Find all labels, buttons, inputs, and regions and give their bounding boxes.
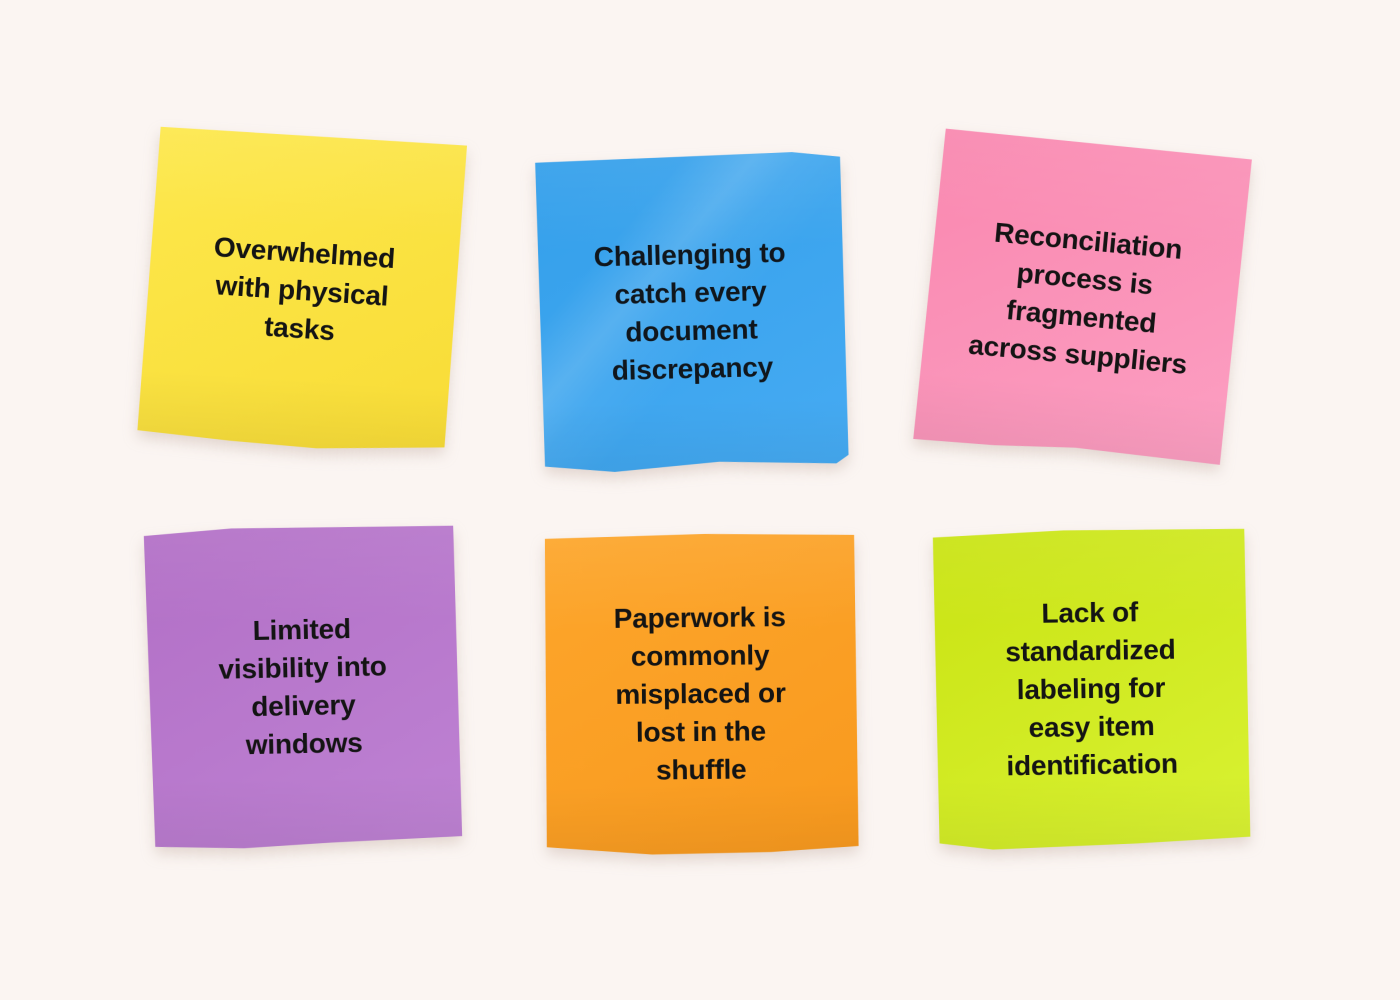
sticky-note-misplaced-paperwork[interactable]: Paperwork is commonly misplaced or lost … — [542, 532, 858, 855]
sticky-note-text: Lack of standardized labeling for easy i… — [1004, 596, 1179, 782]
sticky-note-fragmented-reconciliation[interactable]: Reconciliation process is fragmented acr… — [913, 128, 1252, 467]
sticky-note-text: Paperwork is commonly misplaced or lost … — [613, 601, 786, 786]
sticky-note-paper: Limited visibility into delivery windows — [144, 524, 463, 850]
sticky-note-paper: Reconciliation process is fragmented acr… — [913, 128, 1252, 467]
sticky-note-physical-tasks[interactable]: Overwhelmed with physical tasks — [137, 125, 467, 457]
sticky-note-standardized-labeling[interactable]: Lack of standardized labeling for easy i… — [932, 528, 1251, 851]
sticky-note-paper: Paperwork is commonly misplaced or lost … — [542, 532, 858, 855]
sticky-note-paper: Overwhelmed with physical tasks — [137, 125, 467, 457]
sticky-note-paper: Lack of standardized labeling for easy i… — [932, 528, 1251, 851]
sticky-note-text: Challenging to catch every document disc… — [593, 236, 786, 386]
sticky-note-document-discrepancy[interactable]: Challenging to catch every document disc… — [533, 150, 849, 473]
sticky-note-text: Reconciliation process is fragmented acr… — [967, 216, 1189, 380]
sticky-note-text: Overwhelmed with physical tasks — [213, 231, 397, 347]
sticky-note-delivery-windows[interactable]: Limited visibility into delivery windows — [144, 524, 463, 850]
sticky-note-paper: Challenging to catch every document disc… — [533, 150, 849, 473]
sticky-note-text: Limited visibility into delivery windows — [218, 612, 387, 761]
